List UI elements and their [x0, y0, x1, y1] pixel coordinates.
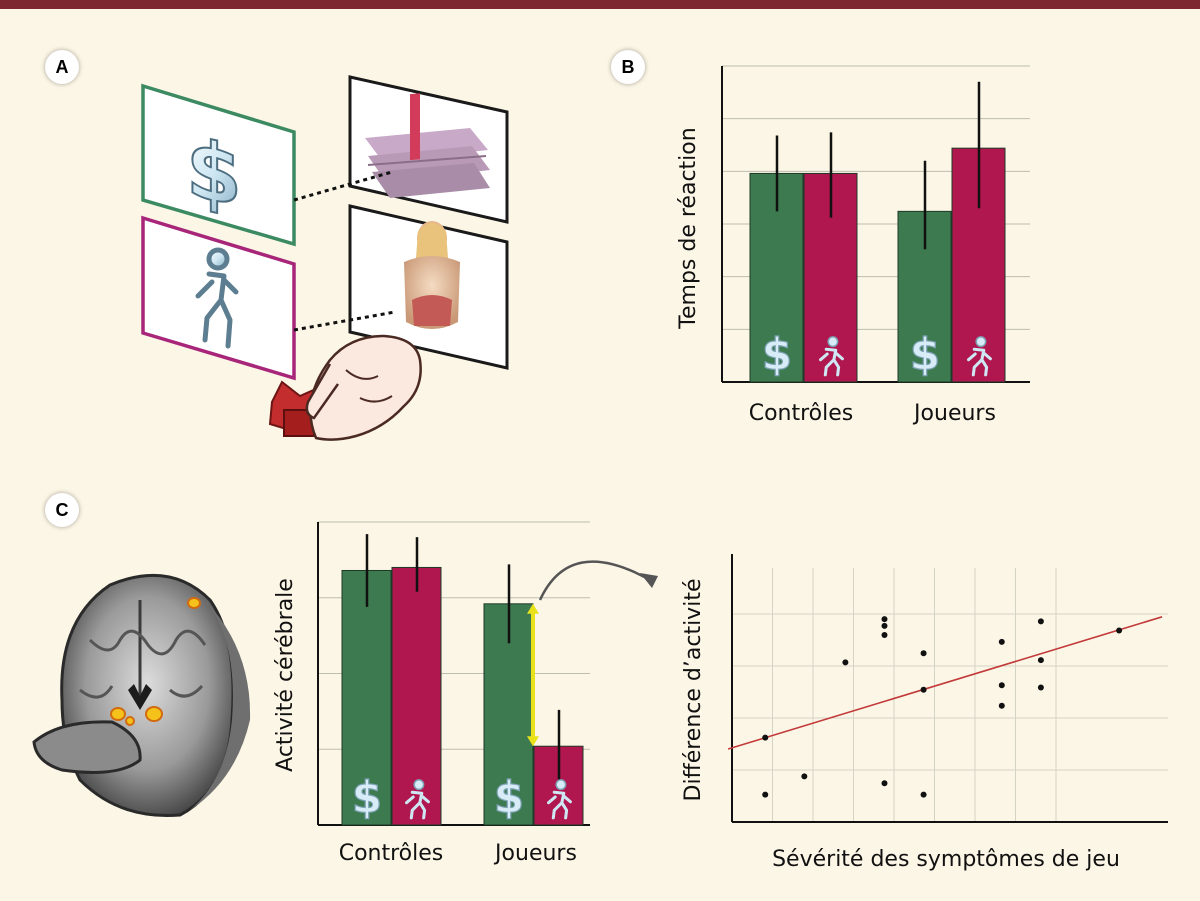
- scatter-y-axis-label: Différence d’activité: [681, 579, 706, 802]
- activation-spot-left: [110, 707, 126, 721]
- dollar-sign-icon: $: [186, 121, 242, 226]
- panel-c-difference-arrow: [527, 603, 539, 747]
- panel-label-b: B: [611, 50, 645, 84]
- scatter-point: [881, 622, 888, 629]
- panel-c-y-axis-label: Activité cérébrale: [273, 578, 298, 772]
- hand-pressing-button: [268, 334, 422, 441]
- panel-b-bar-1-0-dollar-sign-icon: $: [910, 329, 940, 380]
- banknotes-image: [365, 93, 490, 198]
- woman-image: [404, 221, 460, 329]
- panel-label-c: C: [45, 493, 79, 527]
- scatter-point: [881, 616, 888, 623]
- scatter-point: [998, 682, 1005, 689]
- scatter-gridlines: [732, 568, 1168, 822]
- scatter-point: [881, 632, 888, 639]
- activation-spot-left-lower: [125, 716, 135, 726]
- money-link-line: [293, 170, 393, 202]
- scatter-point: [1037, 684, 1044, 691]
- panel-a-illustration: $: [141, 75, 509, 441]
- panel-label-a: A: [45, 50, 79, 84]
- panel-b-bar-0-1-figure-icon: [819, 336, 844, 377]
- scatter-point: [998, 638, 1005, 645]
- activation-spot-cortex: [187, 597, 201, 609]
- scatter-point: [920, 791, 927, 798]
- panel-b-bar-0-0-dollar-sign-icon: $: [762, 329, 792, 380]
- panel-b-y-axis-label: Temps de réaction: [676, 127, 701, 329]
- scatter-point: [1116, 627, 1123, 634]
- figure-icon: [195, 247, 239, 349]
- brain-scan-image: [32, 573, 251, 818]
- scatter-point: [762, 734, 769, 741]
- panel-c-bar-1-1-figure-icon: [547, 779, 572, 820]
- scatter-point: [842, 659, 849, 666]
- curved-arrow: [538, 560, 651, 601]
- brain-activity-bar-chart: Activité cérébrale Contrôles Joueurs $ $: [273, 521, 658, 866]
- panel-b-bar-1-1-figure-icon: [967, 336, 992, 377]
- scatter-point: [1037, 657, 1044, 664]
- top-bar: [0, 0, 1200, 9]
- scatter-trend-line: [727, 616, 1163, 750]
- panel-c-bar-0-0: [341, 569, 392, 826]
- panel-b-category-joueurs: Joueurs: [912, 401, 996, 426]
- panel-c-bar-0-1-figure-icon: [405, 779, 430, 820]
- scatter-point: [920, 650, 927, 657]
- activation-spot-right: [145, 706, 163, 722]
- money-cue-card: [141, 83, 296, 247]
- severity-scatter-plot: Différence d’activité Sévérité des sympt…: [681, 554, 1168, 872]
- reaction-time-bar-chart: Temps de réaction Contrôles Joueurs $ $: [676, 65, 1030, 426]
- panel-c-category-controles: Contrôles: [339, 841, 444, 866]
- scatter-point: [801, 773, 808, 780]
- scatter-point: [1037, 618, 1044, 625]
- scatter-point: [920, 686, 927, 693]
- panel-b-category-controles: Contrôles: [749, 401, 854, 426]
- panel-c-bar-0-0-dollar-sign-icon: $: [352, 772, 382, 823]
- panel-c-bar-1-0-dollar-sign-icon: $: [494, 772, 524, 823]
- scatter-point: [881, 780, 888, 787]
- scatter-x-axis-label: Sévérité des symptômes de jeu: [772, 847, 1120, 872]
- scatter-point: [998, 702, 1005, 709]
- scatter-point: [762, 791, 769, 798]
- sex-cue-card: [141, 215, 296, 381]
- sex-link-line: [293, 310, 396, 332]
- panel-c-category-joueurs: Joueurs: [493, 841, 577, 866]
- curved-arrow-head: [640, 573, 658, 588]
